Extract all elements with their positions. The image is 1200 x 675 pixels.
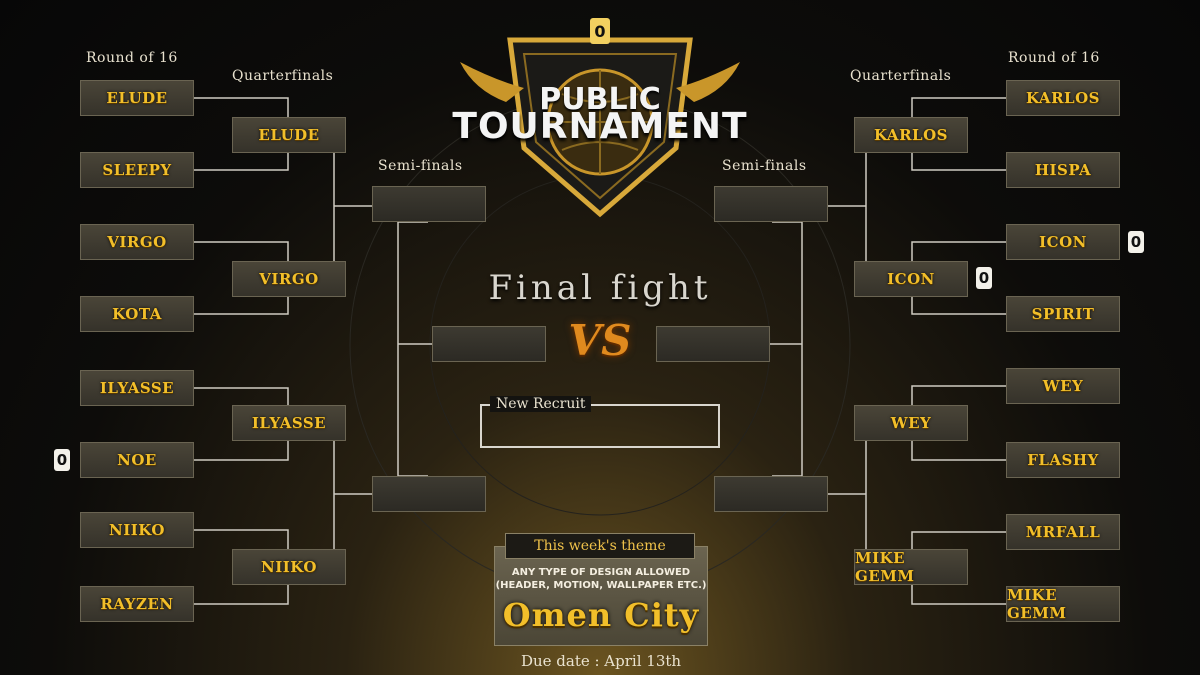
line-r-r16-7 — [911, 531, 1006, 549]
label-left-quarterfinals: Quarterfinals — [232, 68, 334, 84]
label-left-semifinals: Semi-finals — [378, 158, 463, 174]
right-sf-slot-2[interactable] — [714, 476, 828, 512]
line-l-r16-8 — [194, 584, 289, 605]
new-recruit-box[interactable] — [480, 404, 720, 448]
line-l-r16-6 — [194, 440, 289, 461]
final-fight-title: Final fight — [488, 268, 712, 308]
label-right-quarterfinals: Quarterfinals — [850, 68, 952, 84]
left-r16-slot-6[interactable]: NOE — [80, 442, 194, 478]
line-l-r16-1 — [194, 97, 289, 117]
left-wing-icon — [460, 62, 524, 102]
left-sf-slot-2[interactable] — [372, 476, 486, 512]
line-r-r16-8 — [911, 584, 1006, 605]
right-r16-slot-5[interactable]: WEY — [1006, 368, 1120, 404]
new-recruit-label: New Recruit — [490, 396, 592, 412]
score-badge-icon-r16: 0 — [1128, 231, 1144, 253]
line-r-sf — [772, 221, 803, 477]
tournament-logo — [460, 37, 740, 218]
theme-desc-line-1: ANY TYPE OF DESIGN ALLOWED — [511, 567, 691, 578]
line-l-r16-5 — [194, 387, 289, 405]
line-l-r16-7 — [194, 529, 289, 549]
globe-grid — [548, 70, 652, 174]
label-right-semifinals: Semi-finals — [722, 158, 807, 174]
line-r-r16-1 — [911, 97, 1006, 117]
score-badge-icon-qf: 0 — [976, 267, 992, 289]
line-r-r16-2 — [911, 152, 1006, 171]
left-r16-slot-1[interactable]: ELUDE — [80, 80, 194, 116]
right-qf-slot-4[interactable]: MIKE GEMM — [854, 549, 968, 585]
logo-shield-inner — [522, 53, 678, 200]
logo-tournament-text: TOURNAMENT — [452, 106, 748, 147]
line-r-r16-3 — [911, 241, 1006, 261]
vs-text: VS — [568, 316, 632, 365]
theme-description: ANY TYPE OF DESIGN ALLOWED (HEADER, MOTI… — [494, 566, 708, 592]
theme-name: Omen City — [502, 596, 700, 634]
right-qf-slot-1[interactable]: KARLOS — [854, 117, 968, 153]
line-l-r16-2 — [194, 152, 289, 171]
left-qf-slot-4[interactable]: NIIKO — [232, 549, 346, 585]
left-qf-slot-2[interactable]: VIRGO — [232, 261, 346, 297]
left-final-slot[interactable] — [432, 326, 546, 362]
right-r16-slot-4[interactable]: SPIRIT — [1006, 296, 1120, 332]
left-qf-slot-1[interactable]: ELUDE — [232, 117, 346, 153]
line-l-sf — [397, 221, 428, 477]
left-sf-slot-1[interactable] — [372, 186, 486, 222]
left-r16-slot-3[interactable]: VIRGO — [80, 224, 194, 260]
right-r16-slot-3[interactable]: ICON — [1006, 224, 1120, 260]
theme-header: This week's theme — [505, 533, 695, 559]
logo-badge: 0 — [590, 18, 610, 44]
theme-desc-line-2: (HEADER, MOTION, WALLPAPER ETC.) — [495, 580, 707, 591]
left-r16-slot-2[interactable]: SLEEPY — [80, 152, 194, 188]
right-wing-icon — [676, 62, 740, 102]
left-r16-slot-5[interactable]: ILYASSE — [80, 370, 194, 406]
right-r16-slot-6[interactable]: FLASHY — [1006, 442, 1120, 478]
right-r16-slot-1[interactable]: KARLOS — [1006, 80, 1120, 116]
label-left-round-of-16: Round of 16 — [86, 50, 178, 66]
line-r-r16-4 — [911, 296, 1006, 315]
label-right-round-of-16: Round of 16 — [1008, 50, 1100, 66]
line-r-r16-5 — [911, 385, 1006, 405]
right-r16-slot-7[interactable]: MRFALL — [1006, 514, 1120, 550]
left-qf-slot-3[interactable]: ILYASSE — [232, 405, 346, 441]
right-final-slot[interactable] — [656, 326, 770, 362]
right-r16-slot-2[interactable]: HISPA — [1006, 152, 1120, 188]
due-date: Due date : April 13th — [520, 652, 682, 670]
right-sf-slot-1[interactable] — [714, 186, 828, 222]
line-r-r16-6 — [911, 440, 1006, 461]
left-r16-slot-4[interactable]: KOTA — [80, 296, 194, 332]
score-badge-noe: 0 — [54, 449, 70, 471]
line-l-r16-4 — [194, 296, 289, 315]
right-qf-slot-3[interactable]: WEY — [854, 405, 968, 441]
left-r16-slot-8[interactable]: RAYZEN — [80, 586, 194, 622]
line-l-r16-3 — [194, 241, 289, 261]
theme-panel — [494, 546, 708, 646]
logo-public-text: PUBLIC — [539, 82, 661, 117]
right-qf-slot-2[interactable]: ICON — [854, 261, 968, 297]
left-r16-slot-7[interactable]: NIIKO — [80, 512, 194, 548]
right-r16-slot-8[interactable]: MIKE GEMM — [1006, 586, 1120, 622]
